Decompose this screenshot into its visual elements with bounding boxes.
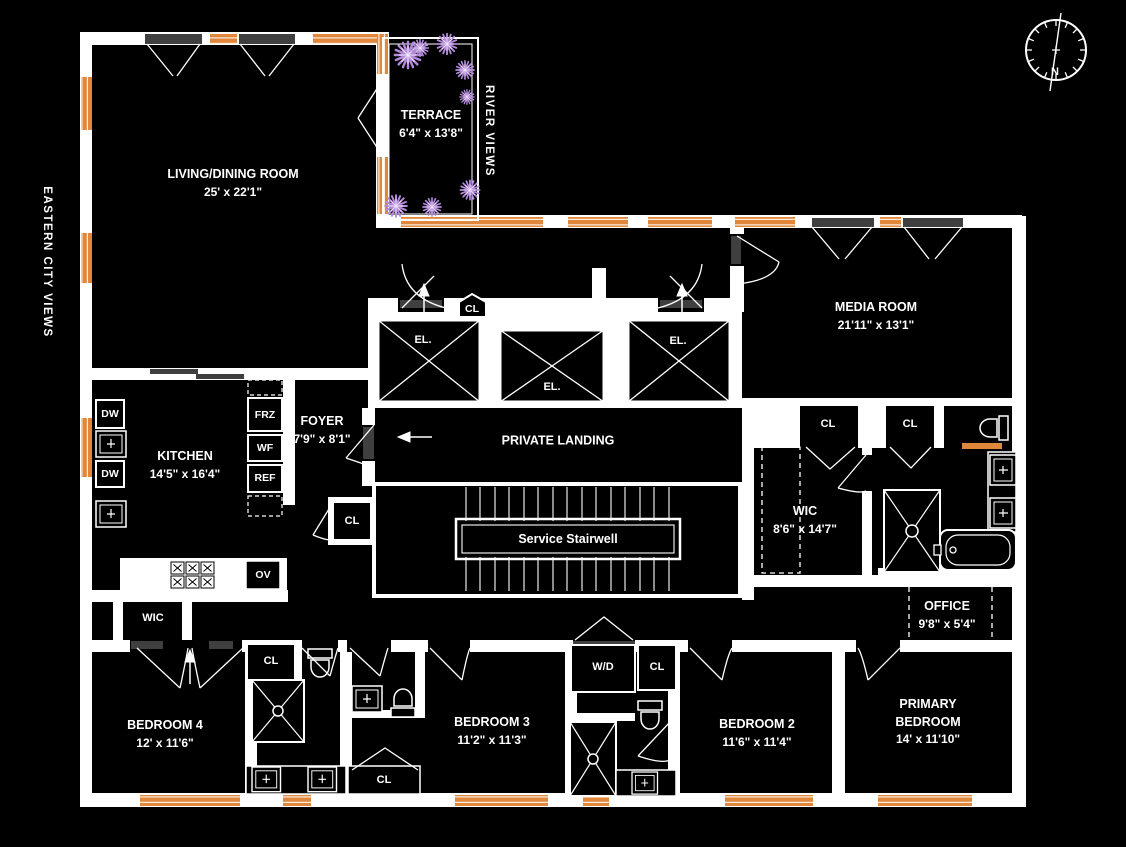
compass-icon	[1025, 12, 1087, 92]
room-label-private-landing: PRIVATE LANDING	[501, 433, 615, 448]
service-stairwell	[372, 482, 742, 598]
oven-label: OV	[255, 569, 271, 581]
door-swings	[136, 43, 963, 771]
room-label-terrace: TERRACE 6'4" x 13'8"	[399, 107, 463, 140]
closet-label-bath4: CL	[263, 655, 279, 667]
bathtub-icon	[933, 529, 1017, 571]
kitchen-fixtures	[95, 379, 287, 592]
room-label-bedroom2: BEDROOM 2 11'6" x 11'4"	[719, 716, 795, 749]
view-label-river: RIVER VIEWS	[483, 85, 495, 177]
room-label-primary-bedroom: PRIMARY BEDROOM 14' x 11'10"	[895, 697, 961, 747]
dishwasher-label-2: DW	[101, 468, 119, 480]
freezer-label: FRZ	[254, 409, 276, 421]
closet-label-elevator: CL	[465, 303, 479, 315]
elevator-label-3: EL.	[669, 335, 687, 347]
closet-label-foyer: CL	[344, 515, 360, 527]
closet-label-wic-2: CL	[902, 418, 918, 430]
entry-arrows	[184, 282, 688, 684]
walls	[80, 32, 1026, 807]
elevator-label-1: EL.	[414, 334, 432, 346]
compass-north-label: N	[1051, 66, 1059, 78]
closet-pentagon	[458, 292, 487, 318]
view-label-eastern-city: EASTERN CITY VIEWS	[41, 186, 53, 338]
washer-dryer-label: W/D	[592, 661, 614, 673]
wine-fridge-label: WF	[256, 442, 274, 454]
room-label-living: LIVING/DINING ROOM 25' x 22'1"	[167, 166, 299, 199]
dishwasher-label-1: DW	[101, 408, 119, 420]
closet-label-wic-1: CL	[820, 418, 836, 430]
elevator-label-2: EL.	[543, 381, 561, 393]
dashed-guides	[761, 433, 993, 645]
room-label-office: OFFICE 9'8" x 5'4"	[918, 598, 976, 631]
room-label-bedroom3: BEDROOM 3 11'2" x 11'3"	[454, 714, 530, 747]
closet-label-laundry: CL	[649, 661, 665, 673]
terrace-railing	[382, 37, 479, 221]
elevators	[376, 318, 732, 404]
room-label-wic: WIC 8'6" x 14'7"	[773, 503, 837, 536]
room-label-bedroom4: BEDROOM 4 12' x 11'6"	[127, 717, 203, 750]
bath-fixtures	[245, 415, 1017, 797]
refrigerator-label: REF	[254, 472, 276, 484]
closet-label-bedroom3: CL	[376, 774, 392, 786]
wic-small-label: WIC	[142, 612, 164, 624]
room-label-media: MEDIA ROOM 21'11" x 13'1"	[834, 299, 918, 332]
room-label-kitchen: KITCHEN 14'5" x 16'4"	[149, 448, 221, 481]
room-label-service-stairwell: Service Stairwell	[518, 532, 618, 546]
room-label-foyer: FOYER 7'9" x 8'1"	[293, 413, 351, 446]
